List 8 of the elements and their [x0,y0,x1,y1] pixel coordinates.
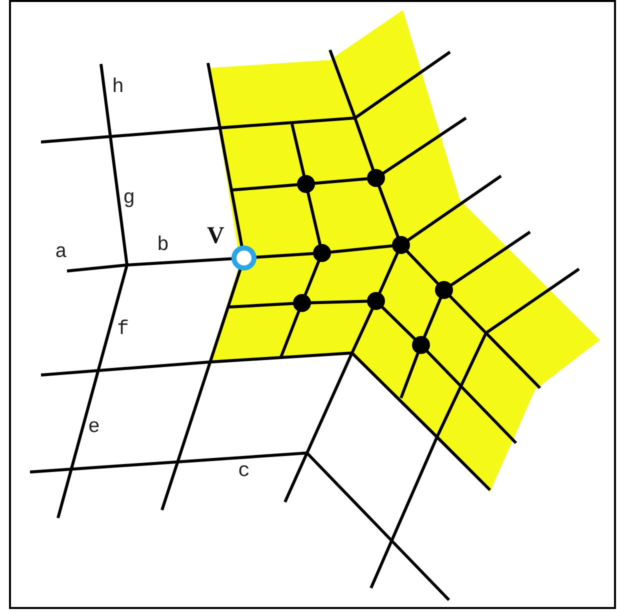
point-label: a [55,243,68,263]
point-label: e [88,418,100,438]
point-label: f [117,320,130,340]
point-label: b [157,236,170,256]
point-label: h [112,78,124,98]
point-label: c [238,462,250,482]
point-label: g [123,189,136,209]
point-label: V [207,224,224,248]
